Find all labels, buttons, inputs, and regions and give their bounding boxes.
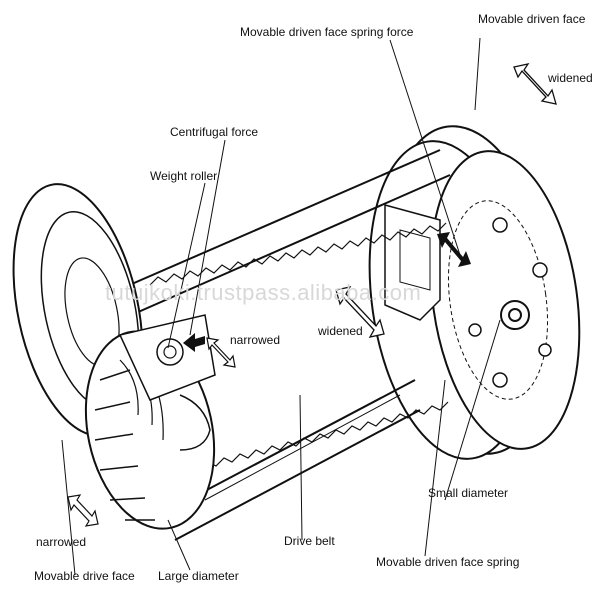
label-driven-spring: Movable driven face spring: [376, 555, 519, 569]
centrifugal-arrow: [183, 333, 205, 352]
label-drive-belt: Drive belt: [284, 534, 335, 548]
watermark-text: tutujkoki.trustpass.alibaba.com: [105, 280, 421, 305]
label-spring-force: Movable driven face spring force: [240, 25, 414, 39]
label-widened-top: widened: [547, 71, 593, 85]
label-widened-mid: widened: [317, 324, 363, 338]
widened-mid-arrow: [335, 286, 385, 338]
label-small-diameter: Small diameter: [428, 486, 508, 500]
arrows: [67, 63, 557, 527]
drive-pulley: [12, 183, 216, 530]
narrowed-bottom-arrow: [67, 494, 99, 527]
label-large-diameter: Large diameter: [158, 569, 239, 583]
labels: Movable driven face spring force Movable…: [34, 12, 593, 583]
label-narrowed-mid: narrowed: [230, 333, 280, 347]
narrowed-mid-arrow: [206, 337, 236, 368]
widened-top-arrow: [513, 63, 557, 105]
label-narrowed-bottom: narrowed: [36, 535, 86, 549]
driven-pulley: [368, 125, 581, 460]
label-drive-face: Movable drive face: [34, 569, 135, 583]
spring-force-arrow: [437, 232, 471, 267]
drive-belt: [94, 149, 451, 541]
leader-lines: [61, 37, 501, 576]
label-driven-face: Movable driven face: [478, 12, 586, 26]
label-centrifugal: Centrifugal force: [170, 125, 258, 139]
label-weight-roller: Weight roller: [150, 169, 217, 183]
